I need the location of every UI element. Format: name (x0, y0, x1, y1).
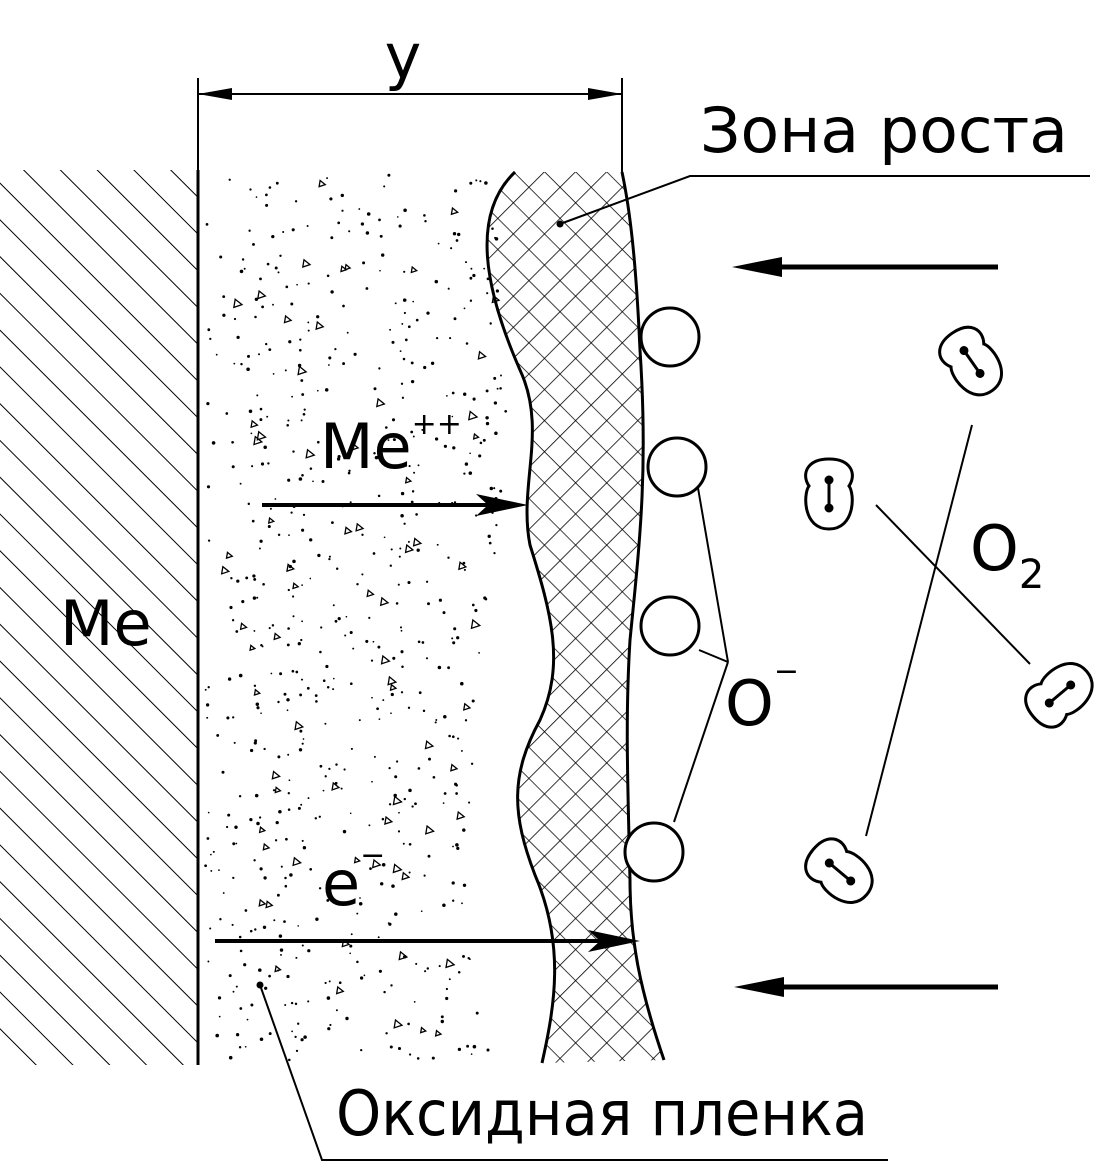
oxide-film-label: Оксидная пленка (336, 1077, 868, 1150)
oxygen-ion (639, 595, 701, 657)
oxygen-molecule-leaders (865, 424, 1031, 837)
oxygen-molecule-group (804, 325, 1094, 904)
oxygen-ion (646, 436, 708, 498)
electron-label: e− (322, 838, 385, 920)
oxygen-ion (639, 306, 701, 368)
oxide-film-leader (259, 984, 888, 1161)
electron-arrowhead (588, 930, 640, 952)
metal-label: Me (60, 587, 152, 660)
growth-zone-label: Зона роста (700, 94, 1068, 167)
dimension-arrow-left (198, 88, 232, 100)
growth-zone-region (487, 172, 664, 1063)
growth-zone-leader (559, 175, 1090, 225)
oxygen-molecule (804, 457, 854, 531)
growth-gas-boundary (620, 171, 666, 1061)
oxide-film-stipple (204, 173, 508, 1062)
oxygen-flow-arrowhead-top (732, 257, 782, 277)
oxygen-ion-leaders (673, 487, 729, 823)
oxygen-molecule (1024, 662, 1094, 729)
oxygen-ion (623, 821, 685, 883)
metal-ion-arrowhead (476, 494, 528, 516)
metal-ion-label: Me++ (320, 407, 462, 483)
metal-region (0, 170, 198, 1065)
oxygen-ion-group (623, 306, 708, 883)
oxygen-molecule (938, 325, 1003, 397)
oxygen-flow-arrowhead-bottom (734, 977, 784, 997)
oxygen-ion-label: O− (725, 654, 799, 740)
thickness-label: y (385, 20, 422, 93)
oxygen-molecule-label: O2 (970, 512, 1044, 598)
oxide-growth-boundary (485, 170, 557, 1064)
oxygen-molecule (804, 837, 874, 904)
dimension-arrow-right (588, 88, 622, 100)
